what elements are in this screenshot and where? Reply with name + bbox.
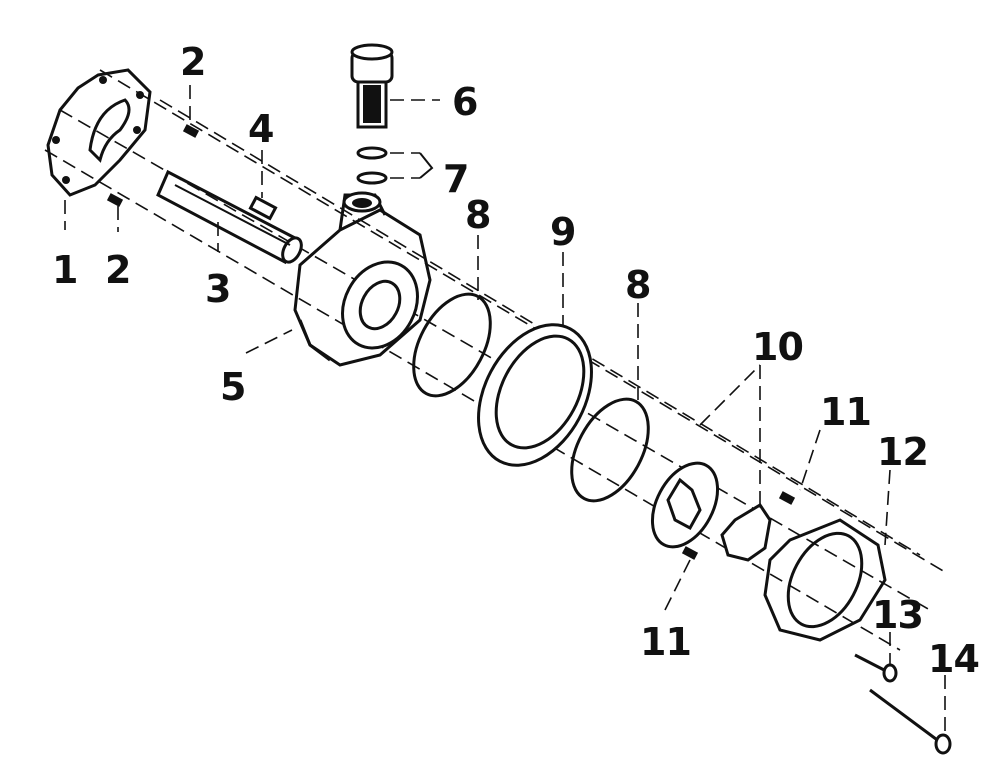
callout-4: 4 xyxy=(248,107,273,151)
callout-10: 10 xyxy=(752,325,803,369)
callout-2-upper: 2 xyxy=(180,40,205,84)
part-shaft xyxy=(156,169,303,265)
callout-6: 6 xyxy=(452,80,477,124)
part-large-orings xyxy=(412,292,650,503)
part-rotor-set xyxy=(650,461,772,562)
leader-lines xyxy=(64,85,946,735)
callout-1: 1 xyxy=(52,248,77,292)
assembly-axis-lines xyxy=(44,69,946,651)
part-key xyxy=(248,195,278,221)
callout-13: 13 xyxy=(872,593,923,637)
part-small-orings xyxy=(356,146,388,185)
part-relief-valve xyxy=(350,43,394,129)
part-ring-spacer xyxy=(477,323,593,467)
part-bolts xyxy=(854,653,952,755)
part-end-plate xyxy=(46,68,152,197)
callout-8-second: 8 xyxy=(625,263,650,307)
callout-11-upper: 11 xyxy=(820,390,871,434)
part-pins xyxy=(681,491,796,560)
callout-9: 9 xyxy=(550,210,575,254)
callout-labels: 1 2 2 3 4 5 6 7 8 8 9 10 11 11 12 13 14 xyxy=(52,40,980,681)
callout-11-lower: 11 xyxy=(640,620,691,664)
part-end-cover xyxy=(763,518,887,642)
part-dowel-pins xyxy=(106,124,200,207)
callout-12: 12 xyxy=(877,430,928,474)
callout-8-first: 8 xyxy=(465,193,490,237)
callout-14: 14 xyxy=(928,637,979,681)
callout-2-lower: 2 xyxy=(105,248,130,292)
callout-5: 5 xyxy=(220,365,245,409)
part-housing xyxy=(293,191,432,367)
callout-7: 7 xyxy=(443,157,468,201)
callout-3: 3 xyxy=(205,267,230,311)
